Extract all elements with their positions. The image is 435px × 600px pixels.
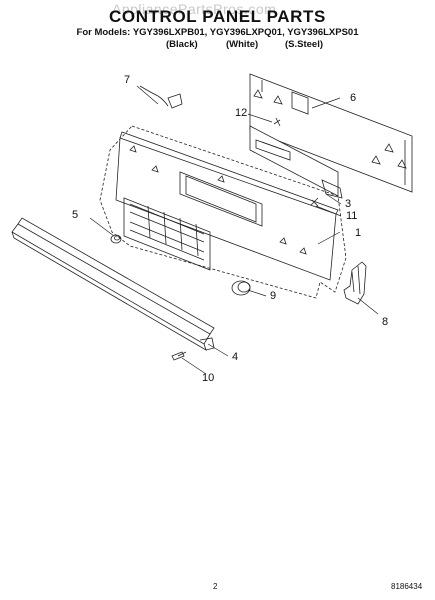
callout-12: 12 (235, 107, 248, 119)
part-9-knob (231, 280, 251, 296)
part-3-control-board (249, 125, 343, 199)
part-8-bracket (343, 261, 367, 305)
screw-12 (273, 117, 281, 127)
callout-9: 9 (270, 290, 277, 302)
part-10-screw (171, 351, 187, 361)
callout-6: 6 (350, 92, 357, 104)
document-number: 8186434 (391, 582, 423, 591)
assembly-outline (99, 125, 347, 299)
color-steel: (S.Steel) (285, 39, 324, 50)
callout-7: 7 (124, 74, 131, 86)
color-black: (Black) (166, 39, 198, 50)
callout-11: 11 (346, 210, 358, 222)
watermark: AppliancePartsPros.com (112, 1, 277, 17)
part-4-trim-strip (11, 217, 215, 351)
page-number: 2 (213, 582, 218, 591)
callout-5: 5 (72, 209, 79, 221)
part-5-bushing (110, 234, 122, 244)
callout-8: 8 (382, 316, 389, 328)
part-7-wire-harness (139, 85, 183, 109)
page-title: CONTROL PANEL PARTS (109, 7, 326, 26)
part-1-control-panel (115, 131, 339, 281)
color-white: (White) (226, 39, 259, 50)
callout-1: 1 (355, 227, 362, 239)
model-list: For Models: YGY396LXPB01, YGY396LXPQ01, … (76, 27, 359, 38)
callout-3: 3 (345, 198, 352, 210)
callout-4: 4 (232, 351, 239, 363)
part-6-rear-panel (249, 73, 413, 193)
callout-10: 10 (202, 372, 215, 384)
leader-lines (89, 85, 379, 375)
